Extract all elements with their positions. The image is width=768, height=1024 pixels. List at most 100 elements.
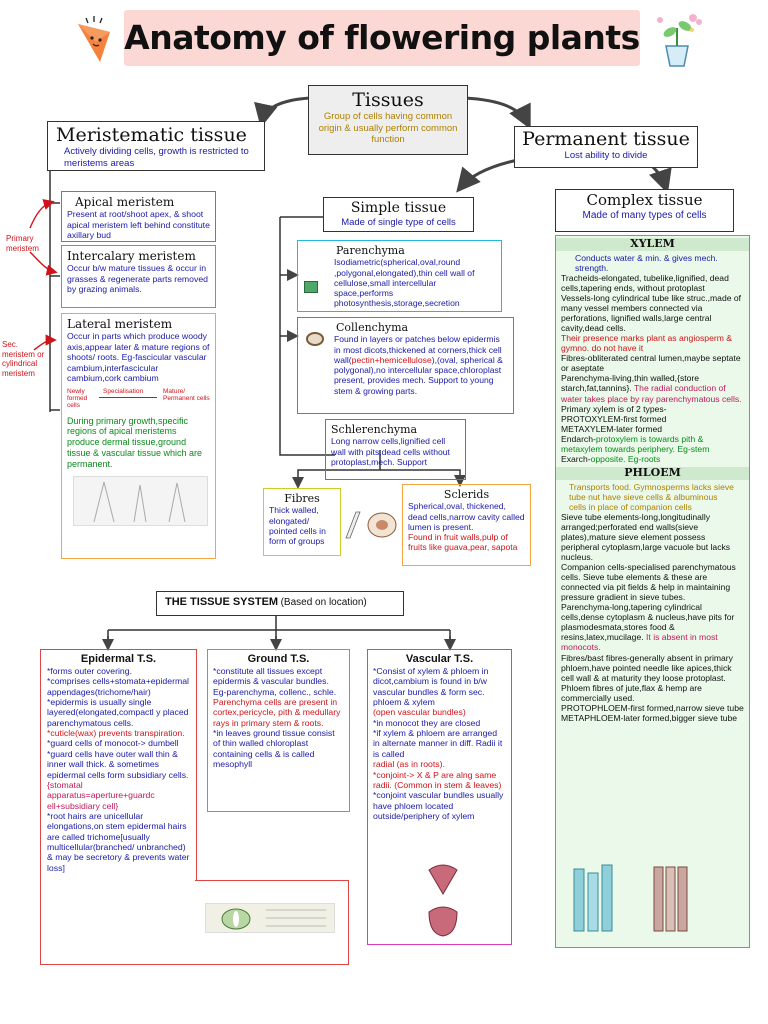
vascular-lines: *Consist of xylem & phloem in dicot,camb… (373, 666, 506, 821)
tissues-heading: Tissues (352, 89, 424, 111)
simple-heading: Simple tissue (350, 200, 447, 216)
xylem-parenchyma: Parenchyma-living,thin walled,{store sta… (561, 373, 700, 394)
phloem-companion: Companion cells-specialised parenchymato… (561, 562, 736, 603)
vascular-line: *if xylem & phloem are arranged in alter… (373, 728, 503, 759)
flow-specialisation: Specialisation (103, 387, 144, 395)
parenchyma-box: Parenchyma Isodiametric(spherical,oval,r… (297, 240, 502, 312)
epidermal-line: *guard cells of monocot-> dumbell (47, 738, 179, 749)
meristematic-heading: Meristematic tissue (56, 124, 247, 146)
collenchyma-cell-icon (306, 332, 324, 346)
phloem-fibres: Fibres/bast fibres-generally absent in p… (561, 652, 733, 703)
fibres-box: Fibres Thick walled, elongated/ pointed … (263, 488, 341, 556)
phloem-heading-bar: PHLOEM (556, 465, 749, 480)
xylem-exarch-desc: opposite. Eg-roots (590, 453, 661, 464)
xylem-phloem-figure (566, 859, 744, 939)
permanent-desc: Lost ability to divide (564, 150, 648, 162)
tissues-desc: Group of cells having common origin & us… (318, 111, 458, 146)
ground-desc-red: Parenchyma cells are present in cortex,p… (213, 697, 341, 728)
page-title: Anatomy of flowering plants (124, 10, 640, 66)
vascular-line: (open vascular bundles) (373, 707, 466, 718)
complex-tissue-box: Complex tissue Made of many types of cel… (555, 189, 734, 232)
epidermal-line: {stomatal apparatus=aperture+guardc ell+… (47, 779, 155, 811)
lateral-note: During primary growth,specific regions o… (67, 415, 203, 469)
complex-desc: Made of many types of cells (582, 209, 707, 221)
ground-ts-box: Ground T.S. *constitute all tissues exce… (207, 649, 350, 812)
meristematic-box: Meristematic tissue Actively dividing ce… (47, 121, 265, 171)
phloem-parenchyma: Parenchyma-long,tapering cylindrical cel… (561, 602, 735, 643)
intercalary-heading: Intercalary meristem (67, 249, 196, 263)
permanent-box: Permanent tissue Lost ability to divide (514, 126, 698, 168)
stomata-figure (205, 903, 335, 933)
xylem-parenchyma-red: The radial conduction of water takes pla… (561, 383, 742, 404)
xylem-tracheids: Tracheids-elongated, tubelike,lignified,… (561, 272, 729, 293)
vascular-ts-box: Vascular T.S. *Consist of xylem & phloem… (367, 649, 512, 945)
epidermal-line: *forms outer covering. (47, 666, 132, 677)
fibres-heading: Fibres (284, 492, 320, 505)
leaf-logo-icon (70, 14, 122, 66)
xylem-vessels-red: Their presence marks plant as angiosperm… (561, 333, 732, 354)
vascular-line: *conjoint-> X & P are alng same radii. (… (373, 769, 502, 790)
phloem-heading: PHLOEM (624, 465, 681, 479)
sclerenchyma-box: Schlerenchyma Long narrow cells,lignifie… (325, 419, 466, 480)
primary-meristem-label: Primary meristem (6, 234, 39, 253)
xylem-vessels: Vessels-long cylindrical tube like struc… (561, 293, 742, 334)
xylem-heading-bar: XYLEM (556, 237, 749, 251)
xylem-protoxylem: PROTOXYLEM-first formed (561, 413, 667, 424)
xylem-endarch-desc: protoxylem is towards pith & metaxylem t… (561, 433, 710, 454)
flow-mature: Mature/ Permanent cells (163, 387, 210, 402)
sclerids-heading: Sclerids (443, 488, 490, 501)
epidermal-heading: Epidermal T.S. (80, 653, 157, 665)
simple-tissue-bracket (279, 217, 335, 456)
xylem-heading: XYLEM (630, 237, 675, 250)
vascular-line: *conjoint vascular bundles usually have … (373, 790, 504, 821)
vascular-bundle-figure (423, 860, 463, 940)
collenchyma-heading: Collenchyma (336, 321, 409, 334)
fibre-illustration (342, 508, 404, 542)
epidermal-ts-extension (195, 880, 349, 965)
epidermal-line: *comprises cells+stomata+epidermal appen… (47, 676, 189, 697)
arrow-tissues-to-meristematic (254, 96, 311, 128)
tissue-system-box: THE TISSUE SYSTEM (Based on location) (156, 591, 404, 616)
sclerids-red: Found in fruit walls,pulp of fruits like… (408, 532, 518, 553)
lateral-meristem-figure (73, 475, 208, 526)
tissue-system-note: (Based on location) (280, 597, 367, 608)
simple-desc: Made of single type of cells (341, 216, 456, 228)
xylem-metaxylem: METAXYLEM-later formed (561, 423, 663, 434)
phloem-sieve: Sieve tube elements-long,longitudinally … (561, 511, 731, 563)
tissues-box: Tissues Group of cells having common ori… (308, 85, 468, 155)
red-arrow-apical (29, 199, 55, 229)
phloem-metaphloem: METAPHLOEM-later formed,bigger sieve tub… (561, 712, 738, 723)
flow-arrow (99, 396, 157, 398)
tissue-system-heading: THE TISSUE SYSTEM (165, 596, 279, 608)
intercalary-meristem-box: Intercalary meristem Occur b/w mature ti… (61, 245, 216, 308)
tissue-system-branches (107, 615, 451, 646)
parenchyma-heading: Parenchyma (336, 244, 405, 257)
sclerids-desc: Spherical,oval, thickened, dead cells,na… (408, 501, 525, 532)
epidermal-line: *cuticle(wax) prevents transpiration. (47, 728, 185, 739)
intercalary-desc: Occur b/w mature tissues & occur in gras… (67, 263, 209, 295)
red-arrow-lateral (33, 334, 57, 351)
red-arrow-intercalary (29, 251, 58, 276)
parenchyma-cell-icon (304, 281, 318, 293)
collenchyma-box: Collenchyma Found in layers or patches b… (297, 317, 514, 414)
vascular-heading: Vascular T.S. (405, 653, 474, 665)
secondary-meristem-label: Sec. meristem or cylindrical meristem (2, 340, 45, 378)
phloem-intro: Transports food. Gymnosperms lacks sieve… (569, 481, 734, 512)
permanent-heading: Permanent tissue (522, 128, 690, 150)
collenchyma-desc-b: ),(oval, spherical & polygonal),no inter… (334, 354, 503, 396)
epidermal-line: *epidermis is usually single layered(elo… (47, 697, 189, 728)
vascular-line: *in monocot they are closed (373, 717, 481, 728)
xylem-exarch-label: Exarch- (561, 453, 591, 464)
lateral-heading: Lateral meristem (67, 317, 173, 331)
meristematic-desc: Actively dividing cells, growth is restr… (64, 146, 249, 169)
epidermal-ts-box: Epidermal T.S. *forms outer covering.*co… (40, 649, 197, 965)
ground-desc-a: *constitute all tissues except epidermis… (213, 666, 337, 697)
ground-heading: Ground T.S. (247, 653, 310, 665)
xylem-intro: Conducts water & min. & gives mech. stre… (575, 252, 718, 273)
epidermal-lines: *forms outer covering.*comprises cells+s… (47, 666, 190, 873)
complex-heading: Complex tissue (586, 191, 703, 209)
sclerenchyma-desc: Long narrow cells,lignified cell wall wi… (331, 436, 450, 467)
epidermal-line: *guard cells have outer wall thin & inne… (47, 748, 189, 780)
xylem-fibres: Fibres-obliterated central lumen,maybe s… (561, 353, 741, 374)
arrow-tissues-to-permanent (464, 96, 531, 130)
